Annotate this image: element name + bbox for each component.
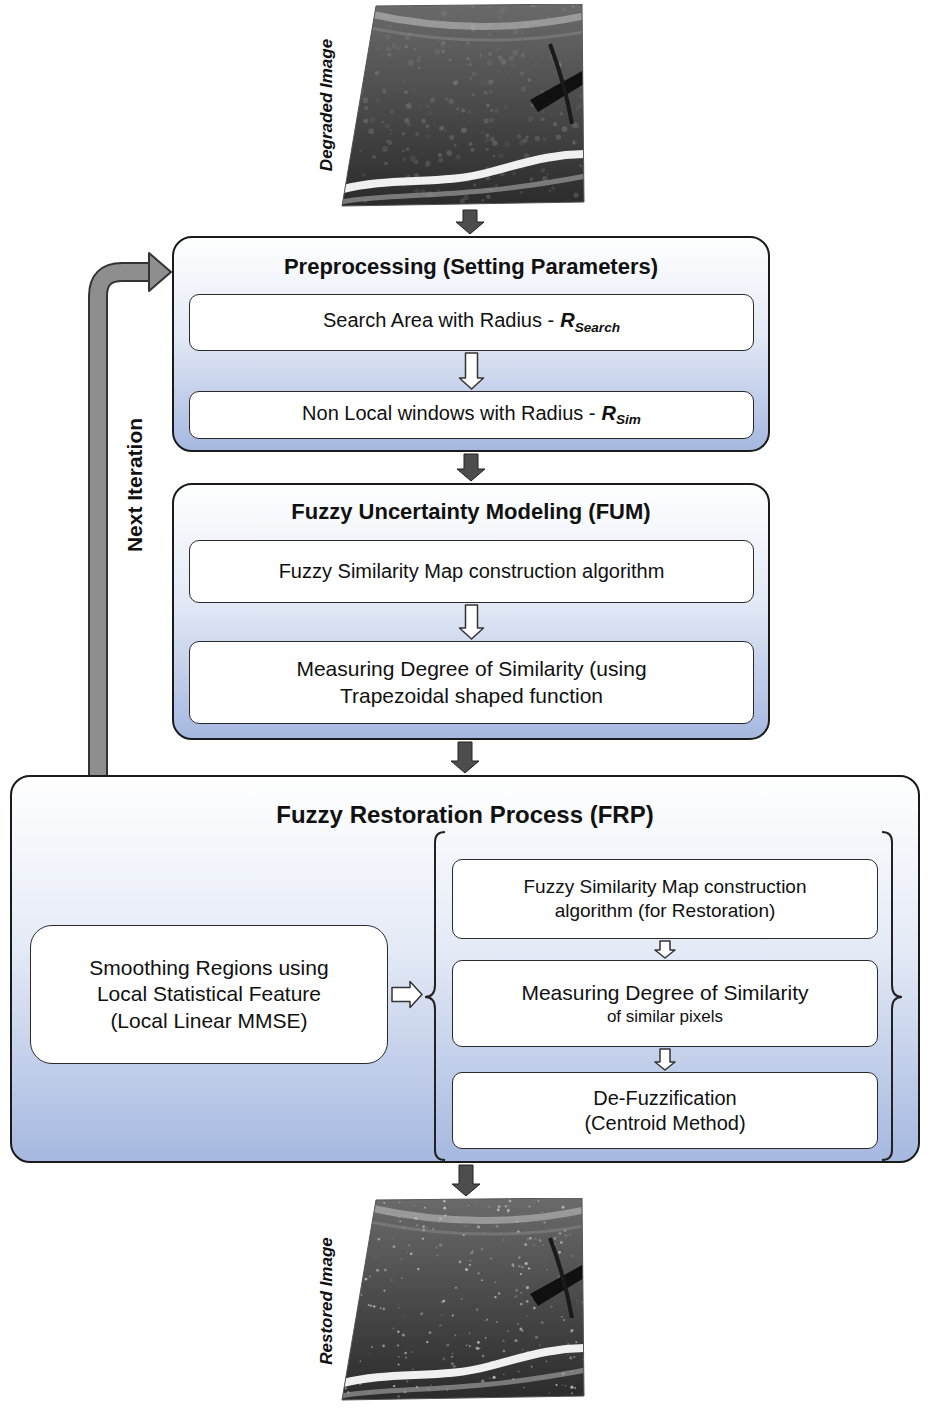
step-text: Search Area with Radius - xyxy=(323,309,554,331)
group-bracket xyxy=(882,832,902,1160)
flow-arrow xyxy=(655,1049,675,1070)
process-box: Smoothing Regions using Local Statistica… xyxy=(30,925,388,1064)
step-text: Fuzzy Similarity Map construction algori… xyxy=(485,875,845,923)
step-text: Non Local windows with Radius - xyxy=(302,402,595,424)
stage-title: Fuzzy Restoration Process (FRP) xyxy=(12,801,918,829)
group-bracket xyxy=(425,832,445,1160)
text-group: Search Area with Radius - RSearch xyxy=(323,308,620,336)
process-box: Search Area with Radius - RSearch xyxy=(189,294,754,351)
text-group: Fuzzy Similarity Map construction algori… xyxy=(279,559,665,584)
step-text: Measuring Degree of Similarity (using Tr… xyxy=(292,656,652,709)
process-box: De-Fuzzification (Centroid Method) xyxy=(452,1072,878,1149)
image-panel: Restored Image xyxy=(318,1198,584,1404)
flow-arrow xyxy=(460,353,484,389)
arrow-outline xyxy=(98,272,151,775)
flow-arrow xyxy=(452,1165,480,1196)
flow-arrow xyxy=(456,210,484,234)
process-box: Measuring Degree of Similarityof similar… xyxy=(452,960,878,1047)
flow-arrow xyxy=(392,982,422,1008)
edge-label: Next Iteration xyxy=(123,418,147,552)
step-text: Fuzzy Similarity Map construction algori… xyxy=(279,559,665,584)
flow-arrow xyxy=(460,605,484,639)
text-group: Smoothing Regions using Local Statistica… xyxy=(67,955,352,1034)
image-label: Restored Image xyxy=(317,1237,337,1365)
text-line: Non Local windows with Radius - RSim xyxy=(302,401,641,429)
arrow-body xyxy=(98,272,151,775)
text-group: Measuring Degree of Similarity (using Tr… xyxy=(292,656,652,709)
radius-subscript: Search xyxy=(575,320,620,335)
stage-panel: Preprocessing (Setting Parameters) Search… xyxy=(172,236,770,452)
image-label: Degraded Image xyxy=(317,39,337,171)
text-group: Measuring Degree of Similarityof similar… xyxy=(521,980,808,1028)
process-box: Non Local windows with Radius - RSim xyxy=(189,391,754,439)
text-group: Non Local windows with Radius - RSim xyxy=(302,401,641,429)
ultrasound-image xyxy=(340,1198,586,1402)
image-panel: Degraded Image xyxy=(318,4,584,208)
step-text: of similar pixels xyxy=(521,1006,808,1027)
flow-arrow xyxy=(451,742,479,773)
process-box: Fuzzy Similarity Map construction algori… xyxy=(452,859,878,939)
radius-symbol: R xyxy=(560,309,574,331)
radius-subscript: Sim xyxy=(616,412,641,427)
process-box: Fuzzy Similarity Map construction algori… xyxy=(189,540,754,603)
text-group: Fuzzy Similarity Map construction algori… xyxy=(485,875,845,923)
text-line: Search Area with Radius - RSearch xyxy=(323,308,620,336)
step-text: Measuring Degree of Similarity xyxy=(521,980,808,1006)
arrow-head xyxy=(149,253,171,291)
stage-title: Fuzzy Uncertainty Modeling (FUM) xyxy=(174,499,768,525)
ultrasound-image xyxy=(340,4,586,208)
stage-title: Preprocessing (Setting Parameters) xyxy=(174,254,768,280)
process-box: Measuring Degree of Similarity (using Tr… xyxy=(189,641,754,724)
flow-arrow xyxy=(655,941,675,958)
stage-panel: Fuzzy Restoration Process (FRP) Smoothing… xyxy=(10,775,920,1163)
radius-symbol: R xyxy=(602,402,616,424)
flow-arrow xyxy=(457,454,485,481)
step-text: Smoothing Regions using Local Statistica… xyxy=(67,955,352,1034)
text-group: De-Fuzzification (Centroid Method) xyxy=(550,1086,780,1136)
step-text: De-Fuzzification (Centroid Method) xyxy=(550,1086,780,1136)
iteration-arrow xyxy=(98,253,171,775)
